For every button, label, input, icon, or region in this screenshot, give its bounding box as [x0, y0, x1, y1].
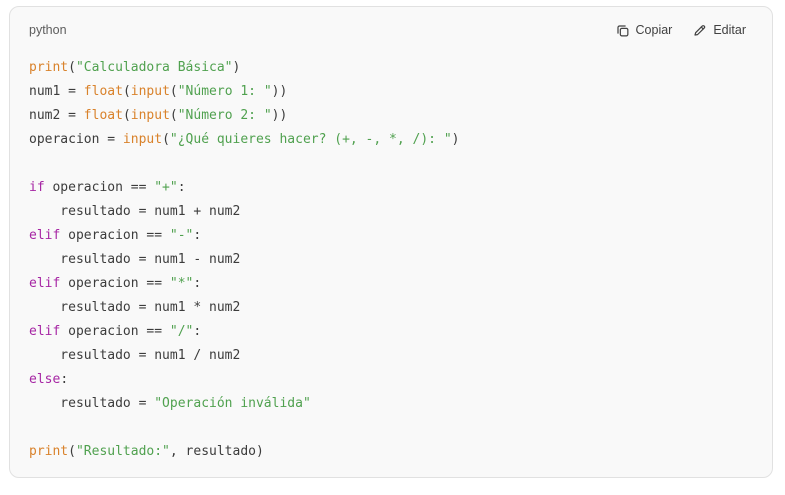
code-token-plain: : — [60, 372, 69, 387]
copy-button[interactable]: Copiar — [615, 23, 673, 38]
code-token-plain: ( — [68, 444, 76, 459]
code-token-plain: operacion == — [44, 180, 155, 195]
code-token-plain: resultado = num1 - num2 — [29, 252, 241, 267]
code-token-plain: num2 = — [29, 108, 84, 123]
code-line: resultado = num1 / num2 — [29, 344, 753, 368]
code-block: python Copiar Editar — [9, 6, 773, 478]
code-line — [29, 152, 753, 176]
code-token-plain: operacion = — [29, 132, 123, 147]
code-line: num1 = float(input("Número 1: ")) — [29, 80, 753, 104]
code-token-keyword: elif — [29, 276, 61, 291]
edit-button[interactable]: Editar — [692, 23, 746, 38]
code-token-builtin: print — [29, 60, 69, 75]
code-token-plain: ( — [122, 108, 131, 123]
code-token-keyword: if — [29, 180, 45, 195]
edit-button-label: Editar — [713, 23, 746, 37]
code-line: num2 = float(input("Número 2: ")) — [29, 104, 753, 128]
code-token-string: "¿Qué quieres hacer? (+, -, *, /): " — [169, 132, 452, 147]
code-token-plain: resultado = — [29, 396, 155, 411]
code-token-plain: ( — [122, 84, 131, 99]
code-line — [29, 416, 753, 440]
code-token-plain: : — [193, 228, 202, 243]
code-token-builtin: float — [83, 108, 123, 123]
code-token-plain: : — [177, 180, 186, 195]
code-line: else: — [29, 368, 753, 392]
code-token-plain: ( — [169, 84, 178, 99]
code-token-plain: : — [193, 324, 202, 339]
code-token-plain: , resultado) — [169, 444, 264, 459]
code-token-plain: )) — [271, 84, 288, 99]
code-token-string: "Resultado:" — [75, 444, 170, 459]
code-line: elif operacion == "*": — [29, 272, 753, 296]
code-token-keyword: else — [29, 372, 61, 387]
code-token-plain: ( — [68, 60, 76, 75]
code-token-string: "Número 1: " — [177, 84, 272, 99]
code-token-plain: resultado = num1 + num2 — [29, 204, 241, 219]
code-token-string: "-" — [169, 228, 194, 243]
code-token-plain: num1 = — [29, 84, 84, 99]
code-token-builtin: float — [83, 84, 123, 99]
code-token-string: "Número 2: " — [177, 108, 272, 123]
code-token-keyword: elif — [29, 228, 61, 243]
code-token-plain: : — [193, 276, 202, 291]
code-token-plain: operacion == — [60, 324, 170, 339]
copy-icon — [615, 23, 630, 38]
code-token-plain: ( — [169, 108, 178, 123]
code-line: print("Calculadora Básica") — [29, 56, 753, 80]
code-token-plain: ) — [232, 60, 241, 75]
code-token-string: "Operación inválida" — [154, 396, 311, 411]
code-token-plain: ) — [451, 132, 460, 147]
code-line: resultado = num1 - num2 — [29, 248, 753, 272]
code-token-builtin: input — [130, 84, 170, 99]
code-line: elif operacion == "-": — [29, 224, 753, 248]
code-token-keyword: elif — [29, 324, 61, 339]
code-token-plain: resultado = num1 * num2 — [29, 300, 241, 315]
code-token-string: "+" — [154, 180, 178, 195]
code-token-string: "Calculadora Básica" — [75, 60, 233, 75]
code-token-plain: ( — [162, 132, 170, 147]
code-token-builtin: print — [29, 444, 69, 459]
code-token-plain: operacion == — [60, 228, 170, 243]
code-line: if operacion == "+": — [29, 176, 753, 200]
code-line: resultado = num1 * num2 — [29, 296, 753, 320]
code-content: print("Calculadora Básica")num1 = float(… — [10, 47, 772, 490]
pencil-icon — [692, 23, 707, 38]
code-line: elif operacion == "/": — [29, 320, 753, 344]
code-token-plain: )) — [271, 108, 288, 123]
code-token-string: "/" — [169, 324, 194, 339]
code-token-string: "*" — [169, 276, 194, 291]
header-actions: Copiar Editar — [615, 23, 746, 38]
code-token-plain: operacion == — [60, 276, 170, 291]
code-line: resultado = "Operación inválida" — [29, 392, 753, 416]
copy-button-label: Copiar — [635, 23, 673, 37]
code-token-builtin: input — [122, 132, 163, 147]
code-line: resultado = num1 + num2 — [29, 200, 753, 224]
code-token-plain: resultado = num1 / num2 — [29, 348, 241, 363]
code-token-builtin: input — [130, 108, 170, 123]
code-block-header: python Copiar Editar — [10, 7, 772, 47]
language-label: python — [29, 23, 67, 37]
code-line: operacion = input("¿Qué quieres hacer? (… — [29, 128, 753, 152]
code-line: print("Resultado:", resultado) — [29, 440, 753, 464]
